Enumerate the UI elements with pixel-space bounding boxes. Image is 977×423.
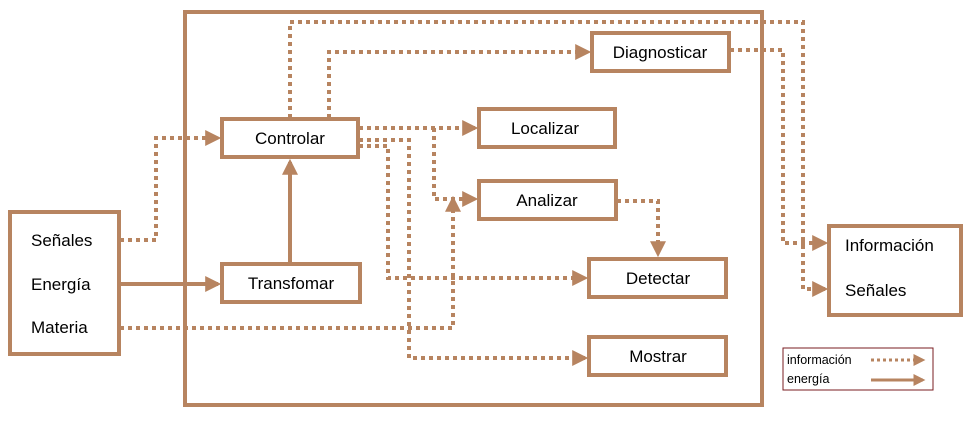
- legend-label-energia: energía: [787, 372, 829, 386]
- output-label-informacion: Información: [845, 236, 934, 255]
- node-detectar: [587, 257, 728, 299]
- node-mostrar-label: Mostrar: [629, 347, 687, 366]
- node-analizar-label: Analizar: [516, 191, 578, 210]
- edge-analizar-to-detectar: [617, 199, 666, 258]
- outputs-box: [827, 224, 963, 317]
- input-label-materia: Materia: [31, 318, 88, 337]
- edge-controlar-to-senales-out: [288, 20, 829, 297]
- system-boundary: [183, 10, 764, 407]
- node-detectar-label: Detectar: [626, 269, 691, 288]
- input-label-energia: Energía: [31, 275, 91, 294]
- node-controlar: [220, 117, 360, 159]
- edge-controlar-to-diagnosticar: [327, 44, 592, 118]
- output-label-senales: Señales: [845, 281, 906, 300]
- edge-controlar-to-analizar: [432, 128, 479, 207]
- node-transfomar: [220, 262, 362, 304]
- node-analizar: [477, 179, 618, 221]
- edge-materia-to-analizar: [120, 195, 461, 330]
- input-label-senales: Señales: [31, 231, 92, 250]
- node-localizar: [477, 107, 617, 149]
- node-transfomar-label: Transfomar: [248, 274, 335, 293]
- node-diagnosticar: [590, 31, 731, 73]
- node-controlar-label: Controlar: [255, 129, 325, 148]
- edge-controlar-to-mostrar: [359, 138, 589, 366]
- node-mostrar: [587, 335, 728, 377]
- legend-label-informacion: información: [787, 353, 852, 367]
- edge-controlar-to-detectar: [359, 144, 589, 286]
- node-localizar-label: Localizar: [511, 119, 579, 138]
- edge-senales-to-controlar: [120, 130, 222, 242]
- legend-box: [782, 347, 934, 391]
- inputs-box: [8, 210, 121, 356]
- edge-diagnosticar-to-informacion: [730, 48, 829, 251]
- node-diagnosticar-label: Diagnosticar: [613, 43, 708, 62]
